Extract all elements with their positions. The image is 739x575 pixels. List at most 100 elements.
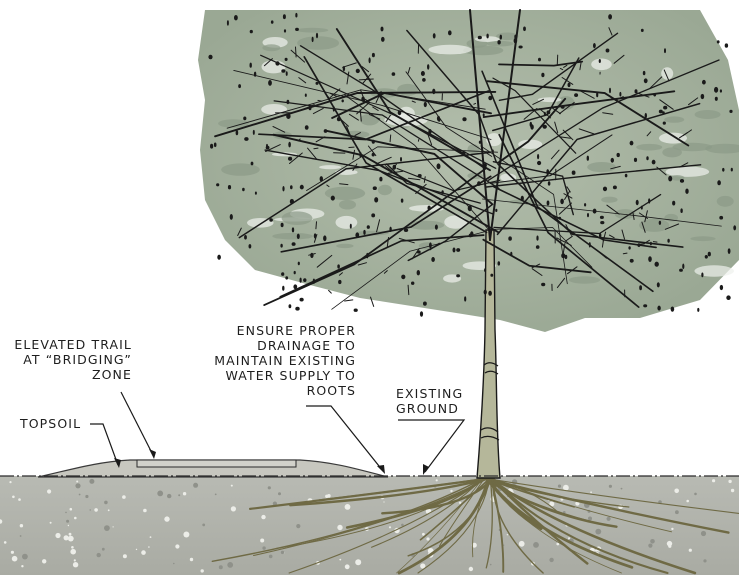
twig (562, 243, 566, 256)
leaf-dot (664, 48, 666, 54)
leaf-dot (724, 43, 729, 48)
soil-speck (202, 523, 206, 527)
soil-speck (671, 527, 674, 531)
soil-speck (420, 563, 426, 569)
branch (492, 161, 574, 216)
twig (608, 234, 615, 239)
twig (563, 64, 568, 68)
leaf-dot (312, 278, 316, 284)
leaf-dot (315, 81, 319, 85)
canopy-patch (359, 114, 380, 126)
soil-speck (182, 492, 187, 496)
soil-speck (503, 544, 505, 546)
leaf-dot (291, 242, 296, 246)
leaf-dot (217, 254, 221, 260)
leaf-dot (707, 251, 711, 257)
branch (482, 90, 676, 118)
leaf-dot (537, 160, 542, 166)
leaf-dot (416, 270, 420, 276)
root (439, 477, 486, 547)
soil-speck (167, 493, 172, 499)
leaf-dot (422, 78, 426, 82)
twig (473, 102, 477, 105)
leaf-dot (355, 232, 360, 238)
leaf-dot (619, 91, 622, 97)
twig (407, 177, 421, 181)
soil-speck (675, 510, 679, 515)
trunk-binding-strap (483, 362, 499, 375)
leaf-dot (592, 208, 597, 214)
leaf-dot (250, 161, 254, 166)
leaf-dot (633, 157, 638, 162)
leaf-dot (441, 190, 444, 195)
leaf-dot (297, 261, 300, 266)
branch (299, 45, 486, 170)
twig (688, 97, 699, 106)
branch (214, 90, 497, 138)
branch (493, 193, 662, 235)
leaf-dot (587, 213, 589, 218)
canopy-patch (716, 195, 734, 207)
twig (559, 67, 564, 71)
soil-speck (728, 479, 732, 484)
branch (482, 198, 722, 227)
leaf-dot (283, 29, 287, 33)
leaf-dot (588, 242, 591, 248)
soil-speck (262, 546, 266, 550)
trunk-binding-strap (480, 427, 500, 441)
twig (340, 118, 349, 127)
leaf-dot (488, 95, 493, 101)
soil-speck (193, 482, 199, 488)
twig (411, 248, 420, 260)
canopy-patch (397, 83, 419, 96)
leaf-dot (371, 139, 375, 144)
twig (312, 107, 324, 115)
leaf-dot (401, 274, 406, 280)
leader-lines (90, 391, 466, 473)
leaf-dot (542, 124, 547, 129)
twig (307, 147, 318, 160)
twig (556, 237, 572, 246)
canopy-patch (705, 143, 739, 154)
leaf-dot (299, 297, 304, 302)
leaf-dot (281, 272, 285, 276)
leaf-dot (667, 238, 670, 243)
leaf-dot (448, 30, 452, 36)
leaf-dot (574, 93, 579, 97)
leaf-dot (227, 185, 232, 190)
twig (632, 212, 635, 220)
label-elevated-trail-line-3: ZONE (91, 367, 132, 382)
leaf-dot (280, 222, 284, 228)
leaf-dot (254, 191, 257, 195)
branch (486, 80, 690, 147)
root (381, 476, 495, 515)
soil-speck (9, 481, 12, 484)
soil-speck (22, 553, 28, 560)
branch (405, 71, 493, 157)
twig (679, 132, 688, 139)
leaf-dot (289, 198, 294, 205)
twig (554, 121, 559, 134)
leaf-dot (291, 227, 295, 233)
twig (649, 76, 663, 89)
twig (263, 58, 273, 67)
leaf-dot (564, 254, 568, 260)
canopy-patch (335, 215, 358, 229)
leaf-dot (452, 247, 456, 253)
canopy-patch (409, 205, 445, 212)
leaf-dot (584, 203, 587, 207)
twig (659, 99, 674, 110)
leaf-dot (518, 45, 523, 49)
leaf-dot (610, 157, 614, 163)
leaf-dot (319, 176, 323, 182)
soil-speck (668, 544, 672, 548)
twig (316, 254, 333, 268)
soil-speck (67, 524, 70, 527)
twig (352, 149, 355, 160)
canopy-patch (281, 211, 313, 225)
twig (646, 131, 652, 137)
leaf-dot (379, 176, 383, 182)
soil-speck (173, 562, 175, 565)
root (485, 477, 493, 569)
soil-speck (122, 495, 126, 499)
